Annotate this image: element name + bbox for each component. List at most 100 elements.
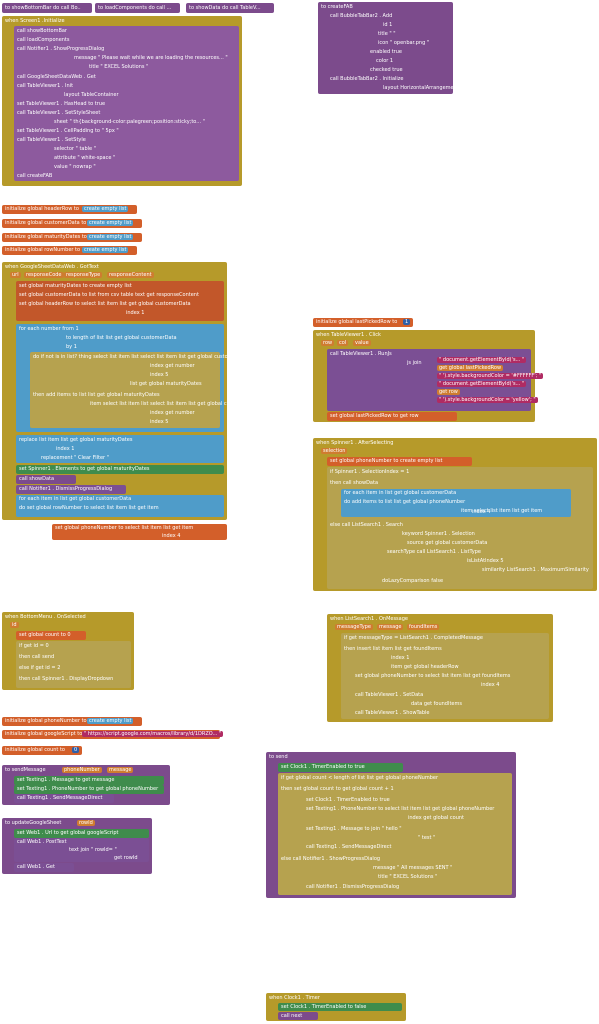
set-phonenumber-orphan-block[interactable]: set global phoneNumber to select list it… (52, 524, 227, 540)
global-maturitydates-block[interactable]: initialize global maturityDates to creat… (2, 233, 142, 242)
loadcomponents-proc-block[interactable]: to loadComponents do call ... (95, 3, 180, 13)
spinner-if-block: if Spinner1 . SelectionIndex = 1 then ca… (327, 467, 593, 589)
code-line: replacement " Clear Filter " (41, 455, 109, 461)
code-line: title " EXCEL Solutions " (378, 874, 438, 880)
gottext-event-block[interactable]: when GoogleSheetDataWeb . GotText url re… (2, 262, 259, 520)
code-line: do add items to list list get global pho… (344, 499, 466, 505)
param-url: url (10, 272, 21, 278)
global-name: initialize global maturityDates to (5, 234, 87, 240)
clock-timer-block[interactable]: when Clock1 . Timer set Clock1 . TimerEn… (266, 993, 406, 1021)
js-var: get row (437, 389, 460, 395)
bottommenu-if-block: if get id = 0 then call send else if get… (16, 641, 131, 688)
code-line: set Texting1 . Message to join " hello " (306, 826, 402, 832)
code-line: set TableViewer1 . HasHead to true (17, 101, 106, 107)
code-line: attribute " white-space " (54, 155, 116, 161)
param-rowid: rowId (77, 820, 95, 826)
code-line: set Clock1 . TimerEnabled to true (281, 764, 365, 770)
param-messagetype: messageType (335, 624, 373, 630)
spinner-afterselecting-block[interactable]: when Spinner1 . AfterSelecting selection… (313, 438, 597, 591)
param-responsecode: responseCode (24, 272, 64, 278)
set-timer-disabled-block: set Clock1 . TimerEnabled to false (278, 1003, 402, 1011)
code-line: item get global headerRow (391, 664, 459, 670)
global-headerrow-block[interactable]: initialize global headerRow to create em… (2, 205, 137, 214)
global-value: create empty list (87, 220, 134, 226)
global-phonenumber-block[interactable]: initialize global phoneNumber to create … (2, 717, 142, 726)
param-value: value (353, 340, 371, 346)
screen-initialize-block[interactable]: when Screen1 .Initialize call showBottom… (2, 16, 242, 186)
showdata-proc-block[interactable]: to showData do call TableV... (186, 3, 274, 13)
updategooglesheet-proc-block[interactable]: to updateGoogleSheet rowId set Web1 . Ur… (2, 818, 152, 874)
showbottombar-proc-block[interactable]: to showBottomBar do call Bo.. (2, 3, 92, 13)
event-header: when TableViewer1 . Click (316, 332, 381, 338)
code-line: set global phoneNumber to select list it… (55, 525, 194, 531)
code-line: set global phoneNumber to create empty l… (330, 458, 443, 464)
code-line: set TableViewer1 . CellPadding to " 5px … (17, 128, 119, 134)
proc-header: to updateGoogleSheet (5, 820, 62, 826)
dismiss-progress-block: call Notifier1 . DismissProgressDialog (16, 485, 126, 494)
param-phonenumber: phoneNumber (62, 767, 102, 773)
code-line: index 4 (162, 533, 181, 539)
code-line: call Texting1 . SendMessageDirect (306, 844, 392, 850)
global-value: " https://script.google.com/macros/libra… (82, 731, 224, 737)
block-label: to showData do call TableV... (189, 5, 261, 11)
block-label: to loadComponents do call ... (98, 5, 172, 11)
global-lastpickedrow-block[interactable]: initialize global lastPickedRow to 1 (313, 318, 413, 327)
send-if-block: if get global count < length of list lis… (278, 773, 512, 895)
code-line: index 4 (472, 509, 491, 515)
global-name: initialize global googleScript to (5, 731, 83, 737)
code-line: for each item in list get global custome… (344, 490, 457, 496)
param-message: message (377, 624, 404, 630)
code-line: index 1 (391, 655, 410, 661)
bottommenu-onselected-block[interactable]: when BottomMenu . OnSelected id set glob… (2, 612, 134, 690)
code-line: then insert list item list get foundItem… (344, 646, 442, 652)
code-line: searchType call ListSearch1 . ListType (387, 549, 481, 555)
global-value: 1 (403, 319, 411, 325)
code-line: set Clock1 . TimerEnabled to true (306, 797, 390, 803)
listsearch-if-block: if get messageType = ListSearch1 . Compl… (341, 633, 549, 719)
param-selection: selection (321, 448, 348, 454)
js-string: " document.getElementById('s... " (437, 357, 527, 363)
code-line: doLazyComparison false (382, 578, 444, 584)
runjs-call-block: call TableViewer1 . RunJs js join " docu… (327, 349, 544, 411)
global-count-block[interactable]: initialize global count to 0 (2, 746, 82, 755)
code-line: js join (407, 360, 422, 366)
createfab-proc-block[interactable]: to createFAB call BubbleTabBar2 . Add id… (318, 2, 462, 94)
call-posttext-block: call Web1 . PostText text join " rowId= … (14, 838, 149, 862)
global-googlescript-block[interactable]: initialize global googleScript to " http… (2, 730, 224, 739)
code-line: data get foundItems (411, 701, 462, 707)
code-line: isListAtIndex 5 (467, 558, 504, 564)
code-line: else call ListSearch1 . Search (330, 522, 403, 528)
spinner-for-each-block: for each item in list get global custome… (341, 489, 571, 517)
code-line: source get global customerData (407, 540, 488, 546)
code-line: for each number from 1 (19, 326, 79, 332)
call-web-get-block: call Web1 . Get (14, 863, 74, 872)
global-customerdata-block[interactable]: initialize global customerData to create… (2, 219, 142, 228)
code-line: index 5 (150, 419, 169, 425)
code-line: similarity ListSearch1 . MaximumSimilari… (482, 567, 589, 573)
call-senddirect-block: call Texting1 . SendMessageDirect (14, 794, 114, 803)
code-line: set Web1 . Url to get global googleScrip… (17, 830, 119, 836)
code-line: call Web1 . PostText (17, 839, 67, 845)
proc-header: to sendMessage (5, 767, 46, 773)
set-spinner-elements-block: set Spinner1 . Elements to get global ma… (16, 465, 224, 474)
proc-header: to createFAB (321, 4, 353, 10)
global-value: create empty list (82, 206, 129, 212)
code-line: for each item in list get global custome… (19, 496, 132, 502)
for-each-number-block: for each number from 1 to length of list… (16, 324, 259, 432)
global-name: initialize global headerRow to (5, 206, 79, 212)
code-line: set global count to 0 (19, 632, 71, 638)
code-line: enabled true (370, 49, 402, 55)
global-rownumber-block[interactable]: initialize global rowNumber to create em… (2, 246, 137, 255)
js-string: " ').style.backgroundColor = 'yellow'; " (437, 397, 538, 403)
sendmessage-proc-block[interactable]: to sendMessage phoneNumber message set T… (2, 765, 170, 805)
js-var: get global lastPickedRow (437, 365, 504, 371)
if-not-in-list-block: do if not is in list? thing select list … (30, 352, 259, 428)
event-header: when Spinner1 . AfterSelecting (316, 440, 394, 446)
send-proc-block[interactable]: to send set Clock1 . TimerEnabled to tru… (266, 752, 516, 898)
replace-list-item-block: replace list item list get global maturi… (16, 435, 224, 463)
tableviewer-click-block[interactable]: when TableViewer1 . Click row col value … (313, 330, 544, 422)
code-line: call Notifier1 . DismissProgressDialog (19, 486, 113, 492)
listsearch-onmessage-block[interactable]: when ListSearch1 . OnMessage messageType… (327, 614, 553, 722)
code-line: then call Spinner1 . DisplayDropdown (19, 676, 114, 682)
